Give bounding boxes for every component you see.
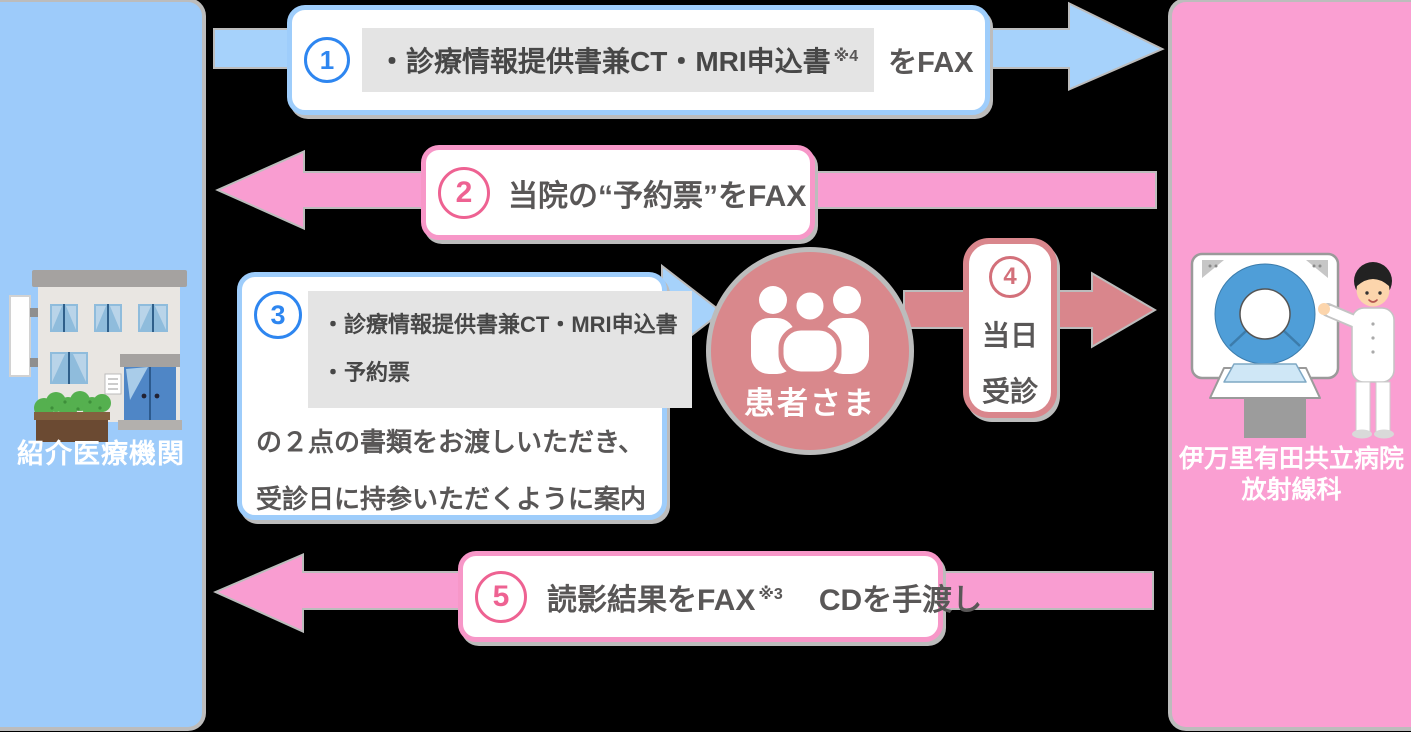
step1-box: 1 ・診療情報提供書兼CT・MRI申込書※4 をFAX: [287, 5, 990, 115]
ct-scanner-and-radiologist-icon: [1190, 252, 1395, 439]
step3-body-line2: 受診日に持参いただくように案内: [256, 484, 647, 515]
step4-number: 4: [989, 256, 1031, 298]
step2-number: 2: [438, 166, 490, 219]
step3-document-highlight: ・診療情報提供書兼CT・MRI申込書 ・予約票: [308, 291, 692, 408]
step3-document2-text: ・予約票: [322, 360, 411, 386]
hospital-radiology-label: 伊万里有田共立病院 放射線科: [1172, 444, 1411, 507]
hospital-name: 伊万里有田共立病院: [1178, 445, 1404, 473]
step3-document1-text: ・診療情報提供書兼CT・MRI申込書: [322, 312, 678, 337]
step1-document-highlight: ・診療情報提供書兼CT・MRI申込書※4: [362, 28, 875, 92]
step1-footnote-ref: ※4: [833, 47, 859, 65]
clinic-building-icon: [9, 270, 187, 442]
step5-box: 5 読影結果をFAX※3 CDを手渡し: [458, 551, 982, 642]
step1-document-text: ・診療情報提供書兼CT・MRI申込書: [378, 46, 831, 77]
step1-number: 1: [304, 37, 350, 83]
step3-box: 3 ・診療情報提供書兼CT・MRI申込書 ・予約票 の２点の書類をお渡しいただき…: [237, 272, 692, 520]
referring-institution-label: 紹介医療機関: [17, 439, 185, 469]
step3-number: 3: [254, 291, 302, 339]
step1-suffix-text: をFAX: [888, 47, 974, 79]
step5-number: 5: [475, 570, 527, 623]
referring-institution-panel: 紹介医療機関: [0, 2, 202, 727]
step5-text1: 読影結果をFAX: [547, 583, 756, 617]
ct-scanner-icon: [1190, 252, 1340, 438]
patient-label: 患者さま: [744, 386, 876, 421]
step5-text: 読影結果をFAX※3 CDを手渡し: [547, 575, 982, 619]
step4-line1: 当日: [981, 320, 1038, 351]
people-group-icon: [751, 286, 869, 374]
step4-badge: 4 当日 受診: [963, 238, 1057, 418]
step2-text: 当院の“予約票”をFAX: [508, 179, 807, 213]
step5-text2: CDを手渡し: [818, 583, 983, 617]
radiologist-icon: [1318, 262, 1395, 439]
step3-body-line1: の２点の書類をお渡しいただき、: [256, 426, 645, 457]
step2-box: 2 当院の“予約票”をFAX: [421, 145, 815, 240]
department-name: 放射線科: [1241, 476, 1342, 505]
step5-footnote-ref: ※3: [758, 585, 783, 603]
patient-circle: 患者さま: [711, 252, 909, 450]
step4-line2: 受診: [981, 376, 1038, 407]
hospital-radiology-panel: 伊万里有田共立病院 放射線科: [1172, 2, 1411, 727]
